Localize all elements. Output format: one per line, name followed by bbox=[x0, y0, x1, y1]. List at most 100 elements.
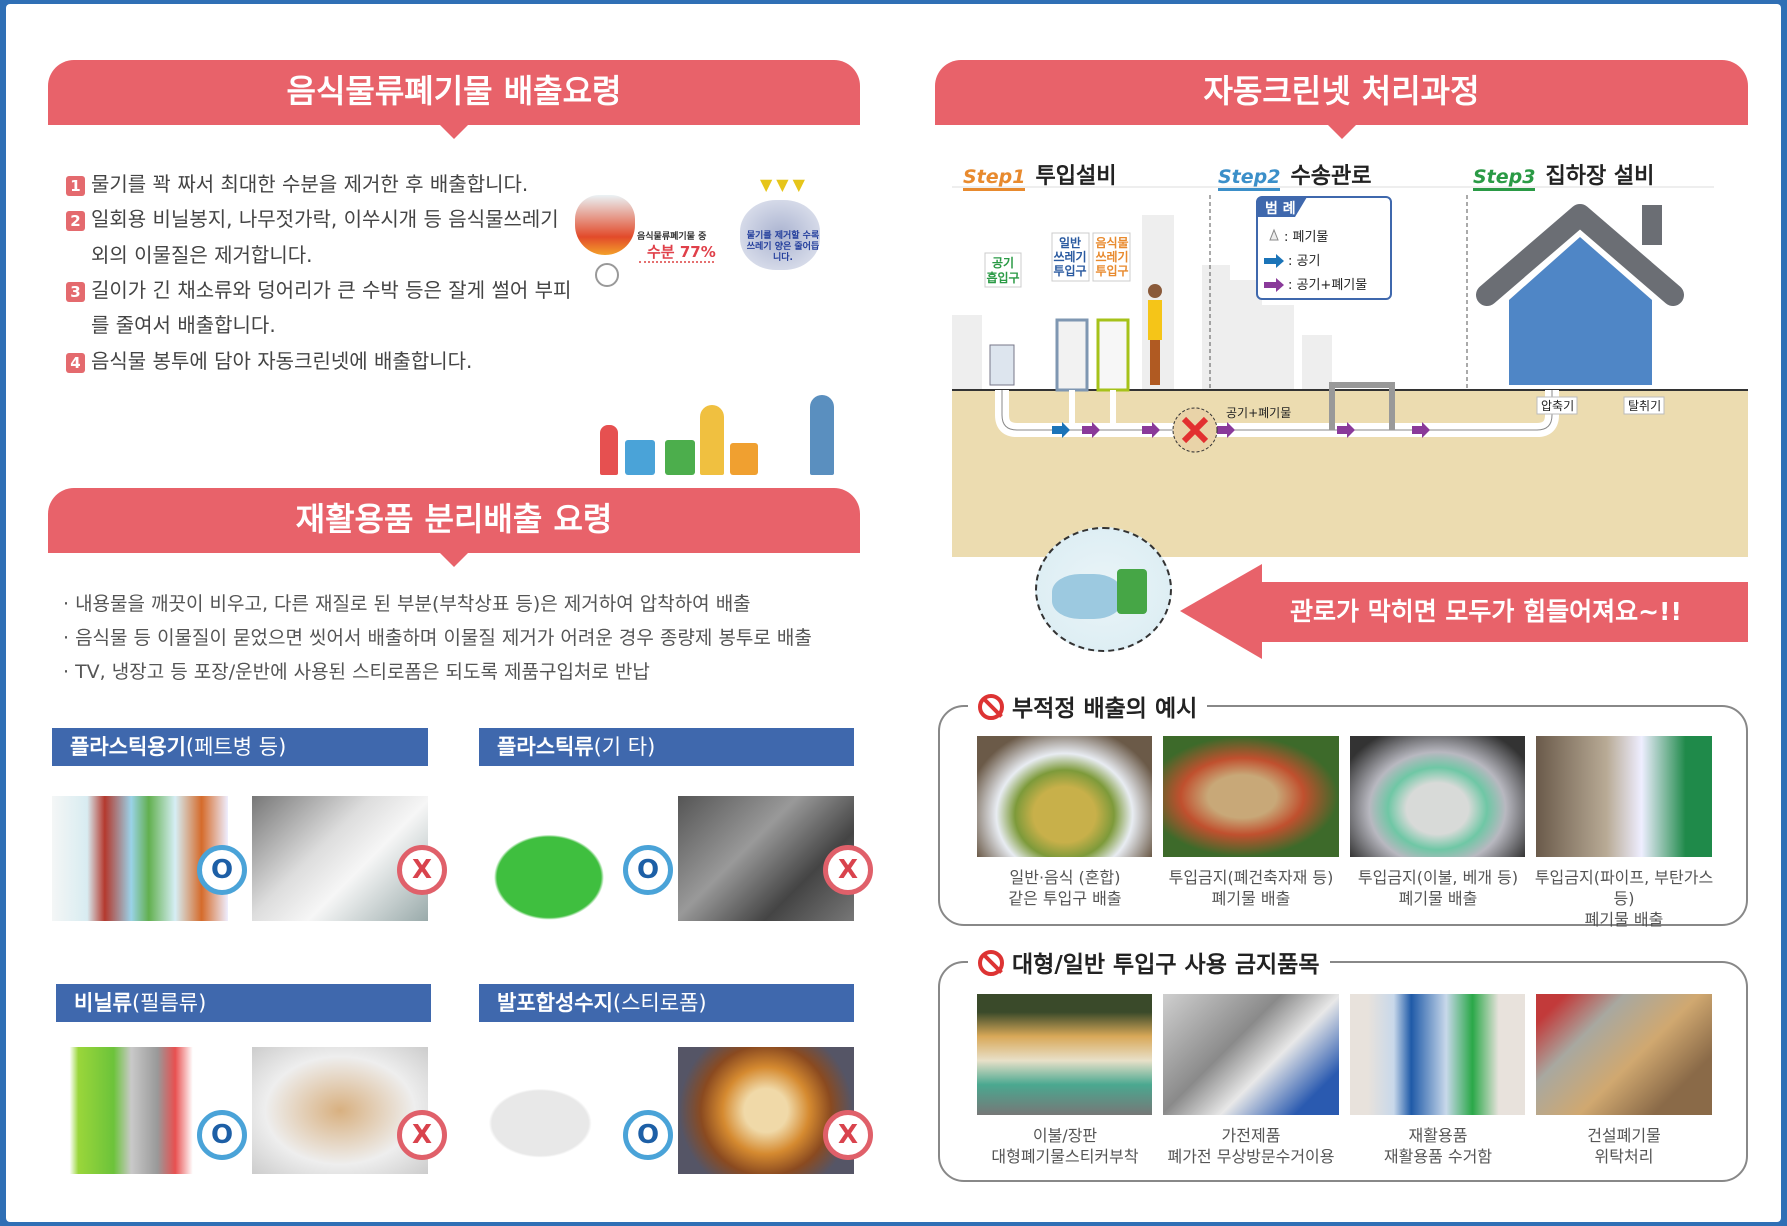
photo-dirty-vinyl bbox=[252, 1047, 428, 1174]
improper-examples-box: 부적정 배출의 예시 bbox=[938, 689, 1748, 926]
ok-badge: O bbox=[197, 1110, 247, 1160]
improper-caption: 투입금지(파이프, 부탄가스 등) 폐기물 배출 bbox=[1529, 867, 1719, 930]
prohibited-icon bbox=[978, 694, 1004, 720]
caption-line: 같은 투입구 배출 bbox=[1008, 889, 1122, 908]
food-waste-banner: 음식물류폐기물 배출요령 bbox=[48, 60, 860, 139]
improper-caption: 투입금지(폐건축자재 등)폐기물 배출 bbox=[1163, 867, 1339, 909]
compressor-label: 압축기 bbox=[1541, 399, 1574, 413]
air-intake-label: 공기 흡입구 bbox=[984, 252, 1022, 288]
illus-label: 물기를 제거할 수록 bbox=[746, 231, 820, 241]
caption-line: 가전제품 bbox=[1221, 1126, 1281, 1145]
food-item-4: 4 음식물 봉투에 담아 자동크린넷에 배출합니다. bbox=[66, 345, 472, 374]
house-body bbox=[1509, 237, 1652, 385]
step-tag: Step2 bbox=[1218, 166, 1281, 191]
item-number: 4 bbox=[66, 353, 85, 373]
no-badge: X bbox=[823, 845, 873, 895]
flow-arrows bbox=[1052, 422, 1430, 438]
no-badge: X bbox=[397, 845, 447, 895]
category-sub: (스티로폼) bbox=[612, 991, 707, 1015]
category-styrofoam: 발포합성수지(스티로폼) bbox=[479, 984, 854, 1022]
facility-labels: 압축기 탈취기 bbox=[1536, 396, 1665, 415]
caption-line: 재활용품 bbox=[1408, 1126, 1468, 1145]
recycle-bullet: · TV, 냉장고 등 포장/운반에 사용된 스티로폼은 되도록 제품구입처로 … bbox=[63, 661, 650, 683]
photo-pipe-waste bbox=[1536, 736, 1712, 857]
illus-label: 수분 77% bbox=[647, 243, 716, 261]
category-label: 플라스틱용기 bbox=[70, 735, 186, 759]
photo-appliances bbox=[1163, 994, 1339, 1115]
item-number: 2 bbox=[66, 211, 85, 231]
warning-text: 관로가 막히면 모두가 힘들어져요~!! bbox=[1260, 582, 1748, 642]
photo-recyclables bbox=[1350, 994, 1525, 1115]
trash-bags-icon bbox=[1052, 574, 1122, 619]
illus-label: 음식물류폐기물 중 bbox=[637, 232, 707, 242]
valve-icon bbox=[1329, 382, 1395, 430]
recycle-bin-icon bbox=[730, 443, 758, 475]
item-text: 음식물 봉투에 담아 자동크린넷에 배출합니다. bbox=[91, 349, 473, 373]
general-inlet-icon bbox=[1055, 318, 1089, 392]
ok-badge: O bbox=[197, 845, 247, 895]
legend: 범 례 : 폐기물 : 공기 : 공기+폐기물 bbox=[1256, 196, 1392, 300]
pipe-label: 공기+폐기물 bbox=[1226, 406, 1291, 420]
prohibited-title: 대형/일반 투입구 사용 금지품목 bbox=[968, 945, 1330, 979]
photo-bedding-waste bbox=[1350, 736, 1525, 857]
caption-line: 투입금지(파이프, 부탄가스 등) bbox=[1534, 868, 1714, 908]
svg-text:: 공기+폐기물: : 공기+폐기물 bbox=[1288, 278, 1367, 293]
improper-caption: 투입금지(이불, 베개 등) 폐기물 배출 bbox=[1350, 867, 1526, 909]
child-figure bbox=[700, 405, 724, 475]
recycle-bin-icon bbox=[625, 440, 655, 475]
improper-title: 부적정 배출의 예시 bbox=[968, 689, 1208, 723]
recycle-banner: 재활용품 분리배출 요령 bbox=[48, 488, 860, 567]
general-inlet-label: 일반 쓰레기 투입구 bbox=[1051, 232, 1090, 282]
svg-text:: 폐기물: : 폐기물 bbox=[1284, 230, 1328, 245]
recycle-bullet: · 내용물을 깨끗이 비우고, 다른 재질로 된 부분(부착상표 등)은 제거하… bbox=[63, 593, 751, 615]
svg-text:공기: 공기 bbox=[992, 255, 1014, 270]
caption-line: 위탁처리 bbox=[1594, 1147, 1654, 1166]
caption-line: 투입금지(폐건축자재 등) bbox=[1168, 868, 1334, 887]
ok-badge: O bbox=[623, 845, 673, 895]
svg-text:일반: 일반 bbox=[1059, 235, 1081, 250]
no-badge: X bbox=[397, 1110, 447, 1160]
svg-text:범 례: 범 례 bbox=[1265, 201, 1296, 217]
item-text: 길이가 긴 채소류와 덩어리가 큰 수박 등은 잘게 썰어 부피 bbox=[91, 278, 572, 302]
caption-line: 투입금지(이불, 베개 등) bbox=[1357, 868, 1519, 887]
svg-text:쓰레기: 쓰레기 bbox=[1053, 249, 1086, 264]
prohibited-icon bbox=[978, 950, 1004, 976]
caption-line: 재활용품 수거함 bbox=[1383, 1147, 1493, 1166]
photo-dirty-styrofoam bbox=[678, 1047, 854, 1174]
category-plastic-container: 플라스틱용기(페트병 등) bbox=[52, 728, 428, 766]
arrow-line bbox=[639, 261, 714, 263]
food-item-2-cont: 외의 이물질은 제거합니다. bbox=[91, 243, 313, 267]
house-roof bbox=[1476, 204, 1684, 306]
caption-line: 건설폐기물 bbox=[1587, 1126, 1661, 1145]
caption-line: 이불/장판 bbox=[1032, 1126, 1098, 1145]
step-label: 투입설비 bbox=[1035, 164, 1117, 189]
svg-text:투입구: 투입구 bbox=[1095, 264, 1128, 278]
photo-mixed-waste bbox=[977, 736, 1152, 857]
illus-label: 쓰레기 양은 줄어듭니다. bbox=[746, 242, 820, 263]
warning-arrow: 관로가 막히면 모두가 힘들어져요~!! bbox=[1180, 564, 1748, 659]
caption-line: 폐기물 배출 bbox=[1398, 889, 1478, 908]
caption-line: 대형폐기물스티커부착 bbox=[991, 1147, 1139, 1166]
box-title-text: 부적정 배출의 예시 bbox=[1012, 696, 1198, 722]
category-sub: (필름류) bbox=[131, 991, 207, 1015]
photo-vinyl-pouches bbox=[52, 1047, 228, 1174]
category-vinyl: 비닐류(필름류) bbox=[56, 984, 431, 1022]
svg-text:투입구: 투입구 bbox=[1053, 264, 1086, 278]
process-diagram: 공기+폐기물 공기 흡입구 일반 쓰레기 투입구 음식물 쓰레기 투입구 범 례… bbox=[952, 186, 1748, 557]
category-sub: (페트병 등) bbox=[185, 735, 287, 759]
caption-line: 폐기물 배출 bbox=[1584, 910, 1664, 929]
city-skyline bbox=[952, 215, 1332, 390]
item-text: 물기를 꽉 짜서 최대한 수분을 제거한 후 배출합니다. bbox=[91, 172, 529, 196]
bottle-icon bbox=[1117, 569, 1147, 614]
caption-line: 일반·음식 (혼합) bbox=[1009, 868, 1121, 887]
